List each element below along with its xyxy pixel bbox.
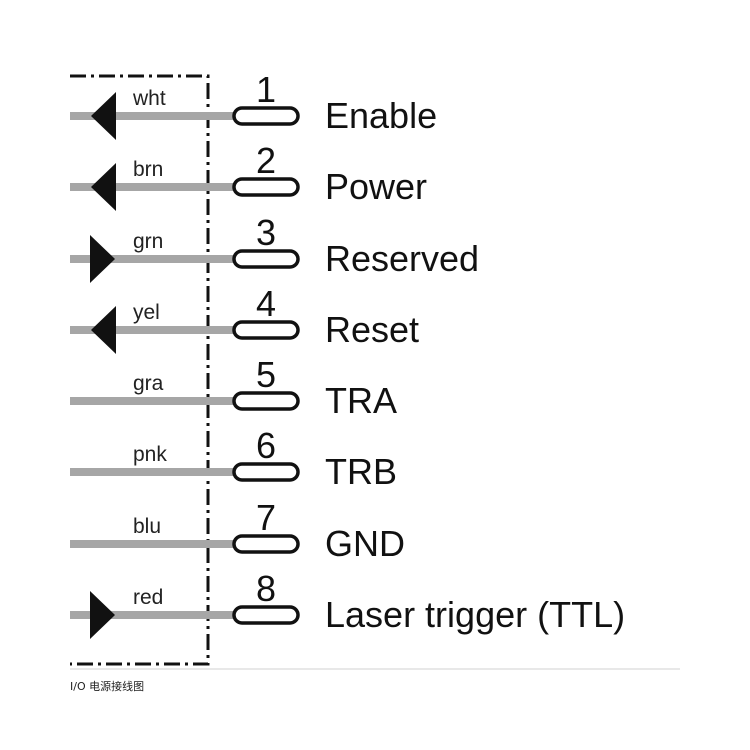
- pin-number: 3: [256, 212, 276, 253]
- pin-contact: [232, 534, 300, 554]
- pin-function-label: Power: [325, 166, 427, 207]
- arrow-left-icon: [91, 306, 116, 354]
- pin-contact: [232, 177, 300, 197]
- arrow-right-icon: [90, 235, 115, 283]
- pin-number: 5: [256, 354, 276, 395]
- connector-boundary: [70, 74, 210, 666]
- arrow-right-icon: [90, 591, 115, 639]
- wire-color-label: blu: [133, 515, 161, 538]
- pin-function-label: Laser trigger (TTL): [325, 594, 625, 635]
- pin-contact: [232, 320, 300, 340]
- pin-contact: [232, 249, 300, 269]
- pin-number: 1: [256, 69, 276, 110]
- pin-function-label: TRB: [325, 451, 397, 492]
- pin-contact: [232, 605, 300, 625]
- arrow-left-icon: [91, 92, 116, 140]
- pin-function-label: TRA: [325, 380, 397, 421]
- pin-function-label: Enable: [325, 95, 437, 136]
- pin-number: 8: [256, 568, 276, 609]
- wire-color-label: brn: [133, 158, 163, 181]
- pin-contact: [232, 462, 300, 482]
- pin-number: 2: [256, 140, 276, 181]
- wire-color-label: grn: [133, 230, 163, 253]
- pin-function-label: GND: [325, 523, 405, 564]
- wire-color-label: gra: [133, 372, 164, 395]
- wire-color-label: yel: [133, 301, 160, 324]
- wire-color-label: pnk: [133, 443, 167, 466]
- wire-color-label: red: [133, 586, 163, 609]
- pin-number: 6: [256, 425, 276, 466]
- pin-number: 4: [256, 283, 276, 324]
- pin-contact: [232, 106, 300, 126]
- wire-color-label: wht: [132, 87, 166, 110]
- pin-contact: [232, 391, 300, 411]
- pin-function-label: Reserved: [325, 238, 479, 279]
- pin-number: 7: [256, 497, 276, 538]
- caption: I/O 电源接线图: [70, 680, 145, 693]
- arrow-left-icon: [91, 163, 116, 211]
- pin-function-label: Reset: [325, 309, 419, 350]
